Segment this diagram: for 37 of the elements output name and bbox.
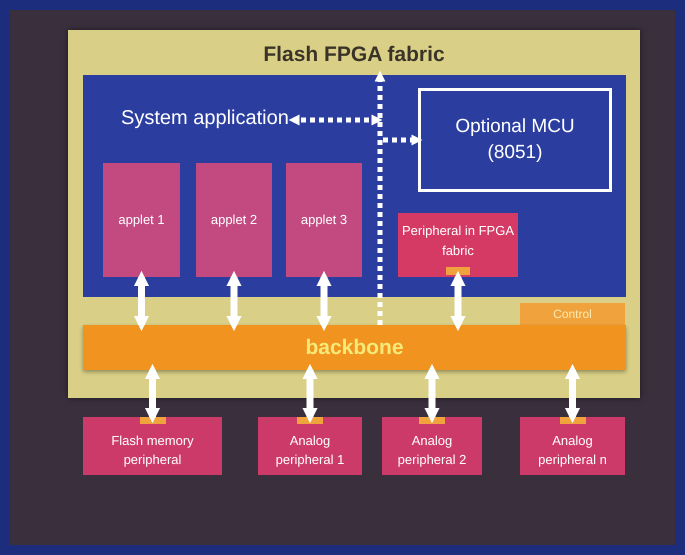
bus-arrow — [134, 270, 150, 332]
box-label: applet 2 — [210, 211, 258, 229]
box-label: Analog peripheral n — [537, 432, 608, 469]
bus-arrow — [316, 270, 332, 332]
panel-title: Flash FPGA fabric — [262, 42, 446, 68]
bus-arrow — [424, 364, 440, 424]
applet-box — [103, 163, 180, 277]
box-label: applet 1 — [117, 211, 166, 229]
fabric-panel — [68, 30, 640, 398]
dashed-arrow — [374, 70, 386, 325]
control-tab — [520, 303, 625, 325]
dashed-arrow — [383, 134, 422, 146]
backbone-bar — [83, 325, 626, 370]
tab-label: Control — [553, 306, 592, 323]
bus-arrow — [302, 364, 318, 424]
bus-arrow — [564, 364, 580, 424]
application-panel — [83, 75, 626, 297]
dashed-arrow — [288, 114, 382, 126]
box-label: Analog peripheral 1 — [274, 432, 346, 469]
peripheral-box — [398, 213, 518, 277]
box-label: Optional MCU (8051) — [454, 115, 576, 165]
peripheral-box — [382, 417, 482, 475]
box-label: applet 3 — [300, 211, 348, 229]
peripheral-box — [520, 417, 625, 475]
box-label: Flash memory peripheral — [110, 432, 195, 469]
box-label: Peripheral in FPGA fabric — [401, 222, 515, 260]
bar-label: backbone — [305, 334, 404, 361]
bus-arrow — [450, 270, 466, 332]
mcu-box — [418, 88, 612, 192]
applet-box — [196, 163, 272, 277]
bus-arrow — [144, 364, 160, 424]
bus-arrow — [226, 270, 242, 332]
box-label: Analog peripheral 2 — [396, 432, 468, 469]
peripheral-box — [83, 417, 222, 475]
peripheral-box — [258, 417, 362, 475]
application-heading: System application — [121, 105, 293, 131]
applet-box — [286, 163, 362, 277]
